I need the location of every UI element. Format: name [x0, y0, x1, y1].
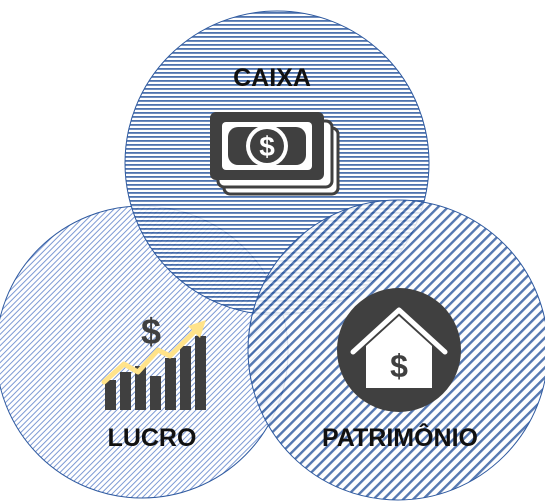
- house-dollar-icon: $: [337, 288, 461, 412]
- lucro-label: LUCRO: [108, 424, 197, 452]
- house-dollar-symbol: $: [390, 348, 408, 384]
- patrimonio-label: PATRIMÔNIO: [322, 422, 478, 452]
- caixa-label: CAIXA: [233, 64, 311, 92]
- growth-bar-chart-dollar-icon: $: [101, 311, 206, 410]
- banknote-dollar-icon: $: [210, 112, 340, 196]
- banknote-dollar-symbol: $: [259, 131, 275, 162]
- lucro-dollar-symbol: $: [141, 311, 161, 352]
